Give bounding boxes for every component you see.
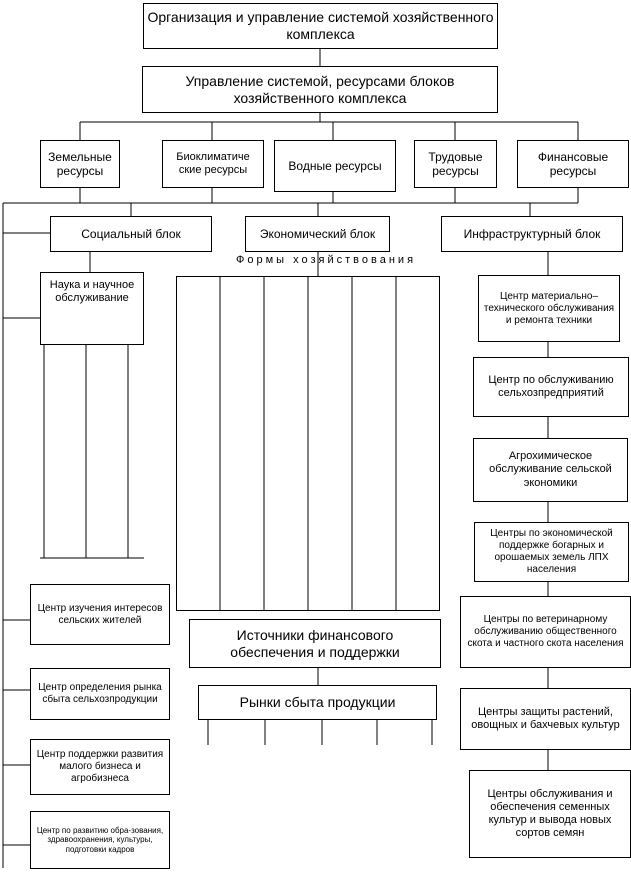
- forms-grid: [176, 276, 440, 611]
- science-box: Наука и научное обслуживание: [40, 272, 144, 345]
- infra-center-material: Центр материально–технического обслужива…: [478, 275, 620, 342]
- forms-label: Формы хозяйствования: [236, 254, 417, 266]
- infra-center-agrochemical: Агрохимическое обслуживание сельской эко…: [473, 438, 628, 502]
- management-box: Управление системой, ресурсами блоков хо…: [142, 66, 498, 113]
- markets-box: Рынки сбыта продукции: [198, 685, 437, 720]
- finance-sources-box: Источники финансового обеспечения и подд…: [189, 619, 441, 668]
- social-center-market: Центр определения рынка сбыта сельхозпро…: [30, 668, 170, 720]
- social-block: Социальный блок: [50, 216, 212, 252]
- title-box: Организация и управление системой хозяйс…: [143, 3, 498, 49]
- infrastructure-block: Инфраструктурный блок: [441, 216, 623, 252]
- infra-center-plant-protection: Центры защиты растений, овощных и бахчев…: [460, 688, 631, 750]
- infra-center-agri-enterprises: Центр по обслуживанию сельхозпредприятий: [473, 357, 629, 417]
- resource-labor: Трудовые ресурсы: [414, 140, 497, 188]
- social-center-interests: Центр изучения интересов сельских жителе…: [30, 584, 170, 645]
- infra-center-seeds: Центры обслуживания и обеспечения семенн…: [469, 770, 631, 858]
- infra-center-veterinary: Центры по ветеринарному обслуживанию общ…: [460, 596, 631, 668]
- economic-block: Экономический блок: [245, 216, 390, 252]
- resource-finance: Финансовые ресурсы: [517, 140, 629, 188]
- social-center-education: Центр по развитию обра-зования, здравоох…: [30, 811, 170, 869]
- social-center-business: Центр поддержки развития малого бизнеса …: [30, 739, 170, 795]
- resource-water: Водные ресурсы: [274, 140, 396, 192]
- resource-bioclimatic: Биоклиматиче ские ресурсы: [162, 140, 264, 188]
- resource-land: Земельные ресурсы: [40, 140, 120, 188]
- infra-center-economic-land: Центры по экономической поддержке богарн…: [474, 522, 629, 582]
